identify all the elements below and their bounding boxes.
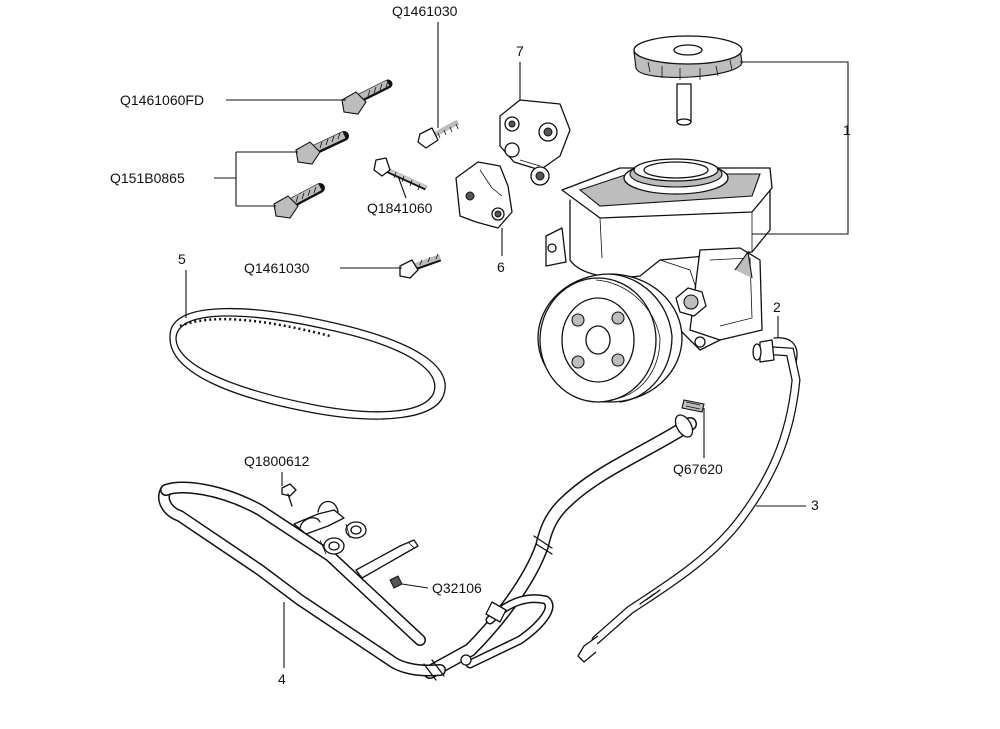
pulley	[537, 273, 683, 403]
bolt-q1461030-lower	[399, 253, 442, 279]
pump-reservoir	[545, 158, 773, 351]
pressure-hose	[577, 337, 801, 663]
label-bolt-flange: Q1461060FD	[120, 92, 204, 108]
bracket-7	[499, 99, 571, 186]
label-part-3: 3	[811, 497, 819, 513]
label-bolt-pair: Q151B0865	[110, 170, 185, 186]
label-part-7: 7	[516, 43, 524, 59]
label-bolt-top: Q1461030	[392, 3, 458, 19]
leader-lines	[185, 22, 849, 668]
label-part-1: 1	[843, 122, 851, 138]
hose-clamp	[681, 399, 705, 413]
label-part-6: 6	[497, 259, 505, 275]
filler-cap	[633, 35, 743, 126]
label-hose-clamp: Q67620	[673, 461, 723, 477]
bolt-q151b0865-lower	[273, 183, 325, 219]
label-clamp-bolt: Q1800612	[244, 453, 310, 469]
label-part-4: 4	[278, 671, 286, 687]
bolt-q1461060fd	[341, 79, 393, 115]
label-part-2: 2	[773, 299, 781, 315]
bolt-q151b0865-upper	[295, 131, 349, 165]
bracket-6	[455, 161, 513, 229]
return-hose	[158, 414, 697, 681]
label-bolt-lower: Q1461030	[244, 260, 310, 276]
label-stud: Q1841060	[367, 200, 433, 216]
label-clip: Q32106	[432, 580, 482, 596]
bolt-q1461030-top	[417, 119, 460, 149]
label-part-5: 5	[178, 251, 186, 267]
stud-q1841060	[373, 157, 428, 191]
clamp-assembly	[281, 483, 419, 589]
v-belt	[169, 307, 446, 420]
